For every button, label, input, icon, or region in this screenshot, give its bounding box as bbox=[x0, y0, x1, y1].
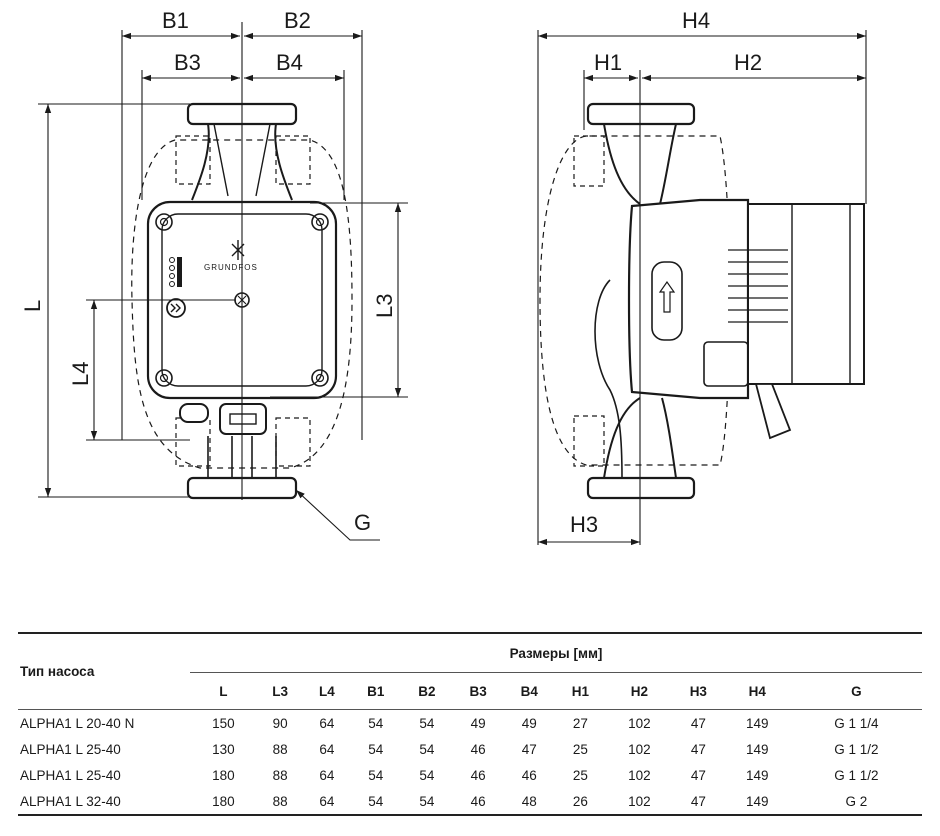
side-dimensions bbox=[537, 30, 867, 546]
power-plug bbox=[219, 403, 267, 435]
column-header: H1 bbox=[554, 672, 606, 710]
table-cell: G 1 1/2 bbox=[834, 767, 879, 783]
table-cell: 46 bbox=[470, 741, 486, 757]
table-cell: 46 bbox=[452, 788, 504, 816]
table-cell: 54 bbox=[419, 715, 435, 731]
pump-dimension-drawing: GRUNDFOS B1 B2 B3 B4 G L L4 L3 bbox=[20, 8, 867, 546]
table-cell: 88 bbox=[256, 788, 304, 816]
table-cell: 130 bbox=[212, 741, 235, 757]
table-cell: 54 bbox=[350, 788, 402, 816]
table-cell: 27 bbox=[572, 715, 588, 731]
table-cell: 64 bbox=[319, 741, 335, 757]
pump-name-cell: ALPHA1 L 25-40 bbox=[20, 741, 121, 757]
dim-label-b3: B3 bbox=[174, 50, 201, 75]
table-cell: 25 bbox=[572, 767, 588, 783]
dim-label-l3: L3 bbox=[372, 294, 397, 318]
table-cell: 47 bbox=[521, 741, 537, 757]
side-plug bbox=[754, 383, 792, 440]
table-cell: 49 bbox=[521, 715, 537, 731]
table-cell: 90 bbox=[272, 715, 288, 731]
column-header: H2 bbox=[605, 672, 673, 710]
dim-label-h1: H1 bbox=[594, 50, 622, 75]
dimensions-group-header: Размеры [мм] bbox=[190, 632, 922, 673]
column-header: G bbox=[790, 672, 922, 710]
pump-name-cell: ALPHA1 L 20-40 N bbox=[20, 715, 135, 731]
table-cell: 88 bbox=[272, 767, 288, 783]
side-top-flange bbox=[586, 102, 696, 126]
table-cell: 26 bbox=[554, 788, 606, 816]
table-header-row-1: Тип насоса Размеры [мм] bbox=[18, 632, 922, 710]
table-cell: 25 bbox=[572, 741, 588, 757]
table-cell: 150 bbox=[212, 715, 235, 731]
table-cell: 180 bbox=[212, 767, 235, 783]
dim-label-h2: H2 bbox=[734, 50, 762, 75]
table-cell: 46 bbox=[521, 767, 537, 783]
side-view bbox=[539, 102, 865, 500]
rear-cap bbox=[747, 203, 865, 385]
brand-logo-text: GRUNDFOS bbox=[204, 263, 258, 272]
table-cell: 54 bbox=[419, 767, 435, 783]
signal-plug bbox=[179, 403, 209, 423]
dim-label-b4: B4 bbox=[276, 50, 303, 75]
table-cell: 64 bbox=[319, 767, 335, 783]
table-cell: 54 bbox=[368, 715, 384, 731]
table-row: ALPHA1 L 20-40 N 150 90 64 54 54 49 49 2… bbox=[18, 710, 922, 737]
table-row: ALPHA1 L 32-40 180 88 64 54 54 46 48 26 … bbox=[18, 788, 922, 816]
column-header: B2 bbox=[401, 672, 453, 710]
table-cell: 47 bbox=[690, 767, 706, 783]
table-cell: 64 bbox=[319, 715, 335, 731]
column-header: L bbox=[190, 672, 257, 710]
table-row: ALPHA1 L 25-40 180 88 64 54 54 46 46 25 … bbox=[18, 762, 922, 788]
table-cell: 48 bbox=[503, 788, 555, 816]
pump-name-cell: ALPHA1 L 25-40 bbox=[20, 767, 121, 783]
table-cell: 102 bbox=[628, 715, 651, 731]
table-cell: 149 bbox=[746, 741, 769, 757]
motor-housing bbox=[627, 198, 750, 400]
column-header: B4 bbox=[503, 672, 555, 710]
table-cell: 102 bbox=[605, 788, 673, 816]
dim-label-l4: L4 bbox=[68, 362, 93, 386]
column-header: B3 bbox=[452, 672, 504, 710]
dim-label-g: G bbox=[354, 510, 371, 535]
column-header: L4 bbox=[303, 672, 351, 710]
mode-button-icon bbox=[166, 298, 186, 318]
pump-name-cell: ALPHA1 L 32-40 bbox=[18, 788, 190, 816]
table-cell: G 1 1/4 bbox=[834, 715, 879, 731]
table-cell: 54 bbox=[368, 741, 384, 757]
table-cell: 149 bbox=[746, 715, 769, 731]
table-cell: 47 bbox=[690, 715, 706, 731]
column-header: H3 bbox=[672, 672, 724, 710]
dim-label-h4: H4 bbox=[682, 8, 710, 33]
table-cell: 49 bbox=[470, 715, 486, 731]
table-header-row-2: L L3 L4 B1 B2 B3 B4 H1 H2 H3 H4 G bbox=[18, 672, 922, 710]
table-cell: 54 bbox=[419, 741, 435, 757]
dim-label-b1: B1 bbox=[162, 8, 189, 33]
column-header: H4 bbox=[723, 672, 791, 710]
table-cell: 180 bbox=[190, 788, 257, 816]
table-cell: 102 bbox=[628, 767, 651, 783]
table-cell: 102 bbox=[628, 741, 651, 757]
table-cell: 54 bbox=[368, 767, 384, 783]
column-header: L3 bbox=[256, 672, 304, 710]
table-cell: G 1 1/2 bbox=[834, 741, 879, 757]
dim-label-l: L bbox=[20, 300, 45, 312]
front-dimensions bbox=[38, 22, 408, 541]
table-cell: G 2 bbox=[790, 788, 922, 816]
pump-type-header: Тип насоса bbox=[18, 632, 190, 710]
table-cell: 54 bbox=[401, 788, 453, 816]
dim-label-b2: B2 bbox=[284, 8, 311, 33]
dimensions-table: Тип насоса Размеры [мм] L L3 L4 B1 B2 B3… bbox=[18, 632, 922, 816]
table-cell: 47 bbox=[672, 788, 724, 816]
table-cell: 149 bbox=[723, 788, 791, 816]
table-row: ALPHA1 L 25-40 130 88 64 54 54 46 47 25 … bbox=[18, 736, 922, 762]
table-cell: 149 bbox=[746, 767, 769, 783]
table-cell: 88 bbox=[272, 741, 288, 757]
table-cell: 47 bbox=[690, 741, 706, 757]
table-cell: 64 bbox=[303, 788, 351, 816]
table-cell: 46 bbox=[470, 767, 486, 783]
side-bottom-flange bbox=[586, 476, 696, 500]
column-header: B1 bbox=[350, 672, 402, 710]
side-dashed-outline bbox=[539, 135, 731, 466]
dim-label-h3: H3 bbox=[570, 512, 598, 537]
